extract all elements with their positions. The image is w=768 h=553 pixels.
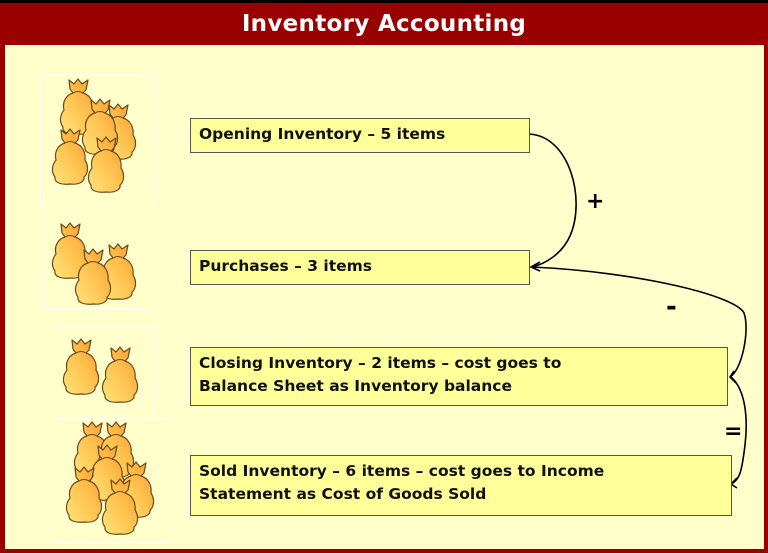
opening-inventory-box: Opening Inventory – 5 items [190,118,530,153]
bag-group-purchases [42,215,152,309]
minus-operator: - [666,292,677,322]
purchases-box: Purchases – 3 items [190,250,530,285]
plus-operator: + [586,189,605,214]
sold-inventory-box: Sold Inventory – 6 items – cost goes to … [190,455,732,516]
bag-group-opening [40,74,155,206]
sold-inventory-label-line1: Sold Inventory – 6 items – cost goes to … [199,462,605,480]
sold-inventory-label-line2: Statement as Cost of Goods Sold [199,485,487,503]
opening-inventory-label: Opening Inventory – 5 items [199,125,446,143]
closing-inventory-label-line2: Balance Sheet as Inventory balance [199,377,513,395]
bag-group-sold [53,418,170,543]
page-title: Inventory Accounting [241,11,527,37]
bag-group-closing [53,326,155,414]
closing-inventory-box: Closing Inventory – 2 items – cost goes … [190,347,728,406]
title-bar: Inventory Accounting [0,3,768,45]
equals-operator: = [724,419,743,444]
purchases-label: Purchases – 3 items [199,257,373,275]
closing-inventory-label-line1: Closing Inventory – 2 items – cost goes … [199,354,562,372]
